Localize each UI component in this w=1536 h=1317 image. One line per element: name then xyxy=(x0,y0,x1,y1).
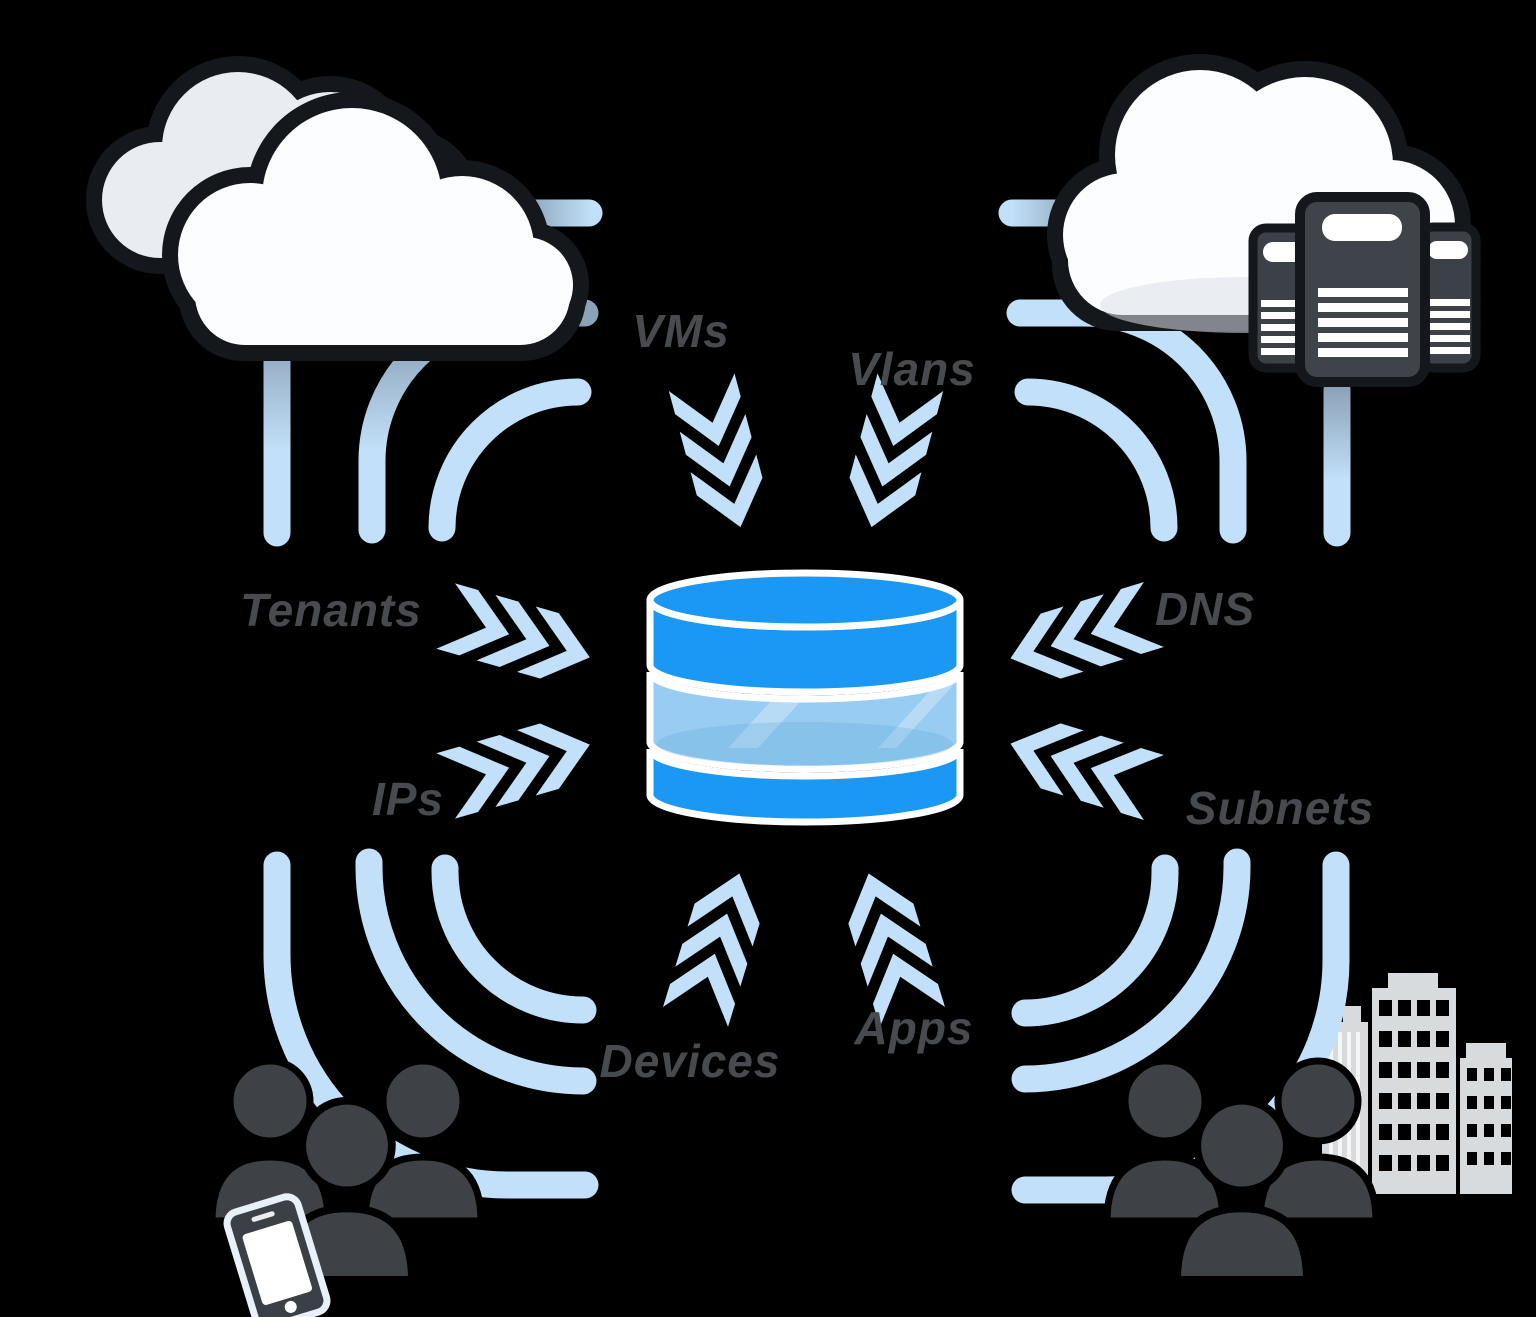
building-right-tower xyxy=(1460,1043,1512,1194)
flow-arrows-dns xyxy=(1001,582,1164,691)
user-group-with-phone-icon xyxy=(212,1061,481,1317)
label-dns: DNS xyxy=(1155,583,1255,635)
user-group-with-buildings-icon xyxy=(1107,1061,1376,1280)
label-ips: IPs xyxy=(372,773,444,825)
signal-arc xyxy=(1011,854,1179,1027)
signal-arc xyxy=(431,854,597,1024)
signal-arc xyxy=(428,378,592,542)
flow-arrows-tenants xyxy=(436,583,599,690)
label-vms: VMs xyxy=(632,305,730,357)
cloud-front xyxy=(178,108,573,345)
database-icon xyxy=(646,569,964,826)
flow-arrows-vms xyxy=(669,373,774,535)
db-band-middle xyxy=(646,671,964,773)
db-band-bottom xyxy=(646,748,964,826)
flow-arrows-devices xyxy=(663,864,772,1027)
flow-arrows-subnets xyxy=(1001,711,1164,820)
label-tenants: Tenants xyxy=(240,584,422,636)
label-apps: Apps xyxy=(854,1002,974,1054)
flow-arrows-ips xyxy=(436,712,599,819)
label-devices: Devices xyxy=(600,1035,781,1087)
flow-arrows-vlans xyxy=(839,373,944,535)
smartphone-icon xyxy=(223,1193,331,1317)
db-lid xyxy=(646,569,964,631)
building-main-tower xyxy=(1372,973,1456,1194)
cloud-icon xyxy=(86,56,589,361)
cloud-with-servers-icon xyxy=(1047,54,1481,387)
label-subnets: Subnets xyxy=(1186,782,1374,834)
signal-arc xyxy=(1011,848,1251,1093)
server-rack-icon xyxy=(1248,192,1481,387)
label-vlans: Vlans xyxy=(848,343,976,395)
signal-arc xyxy=(355,848,597,1095)
signal-arc xyxy=(1014,378,1178,542)
